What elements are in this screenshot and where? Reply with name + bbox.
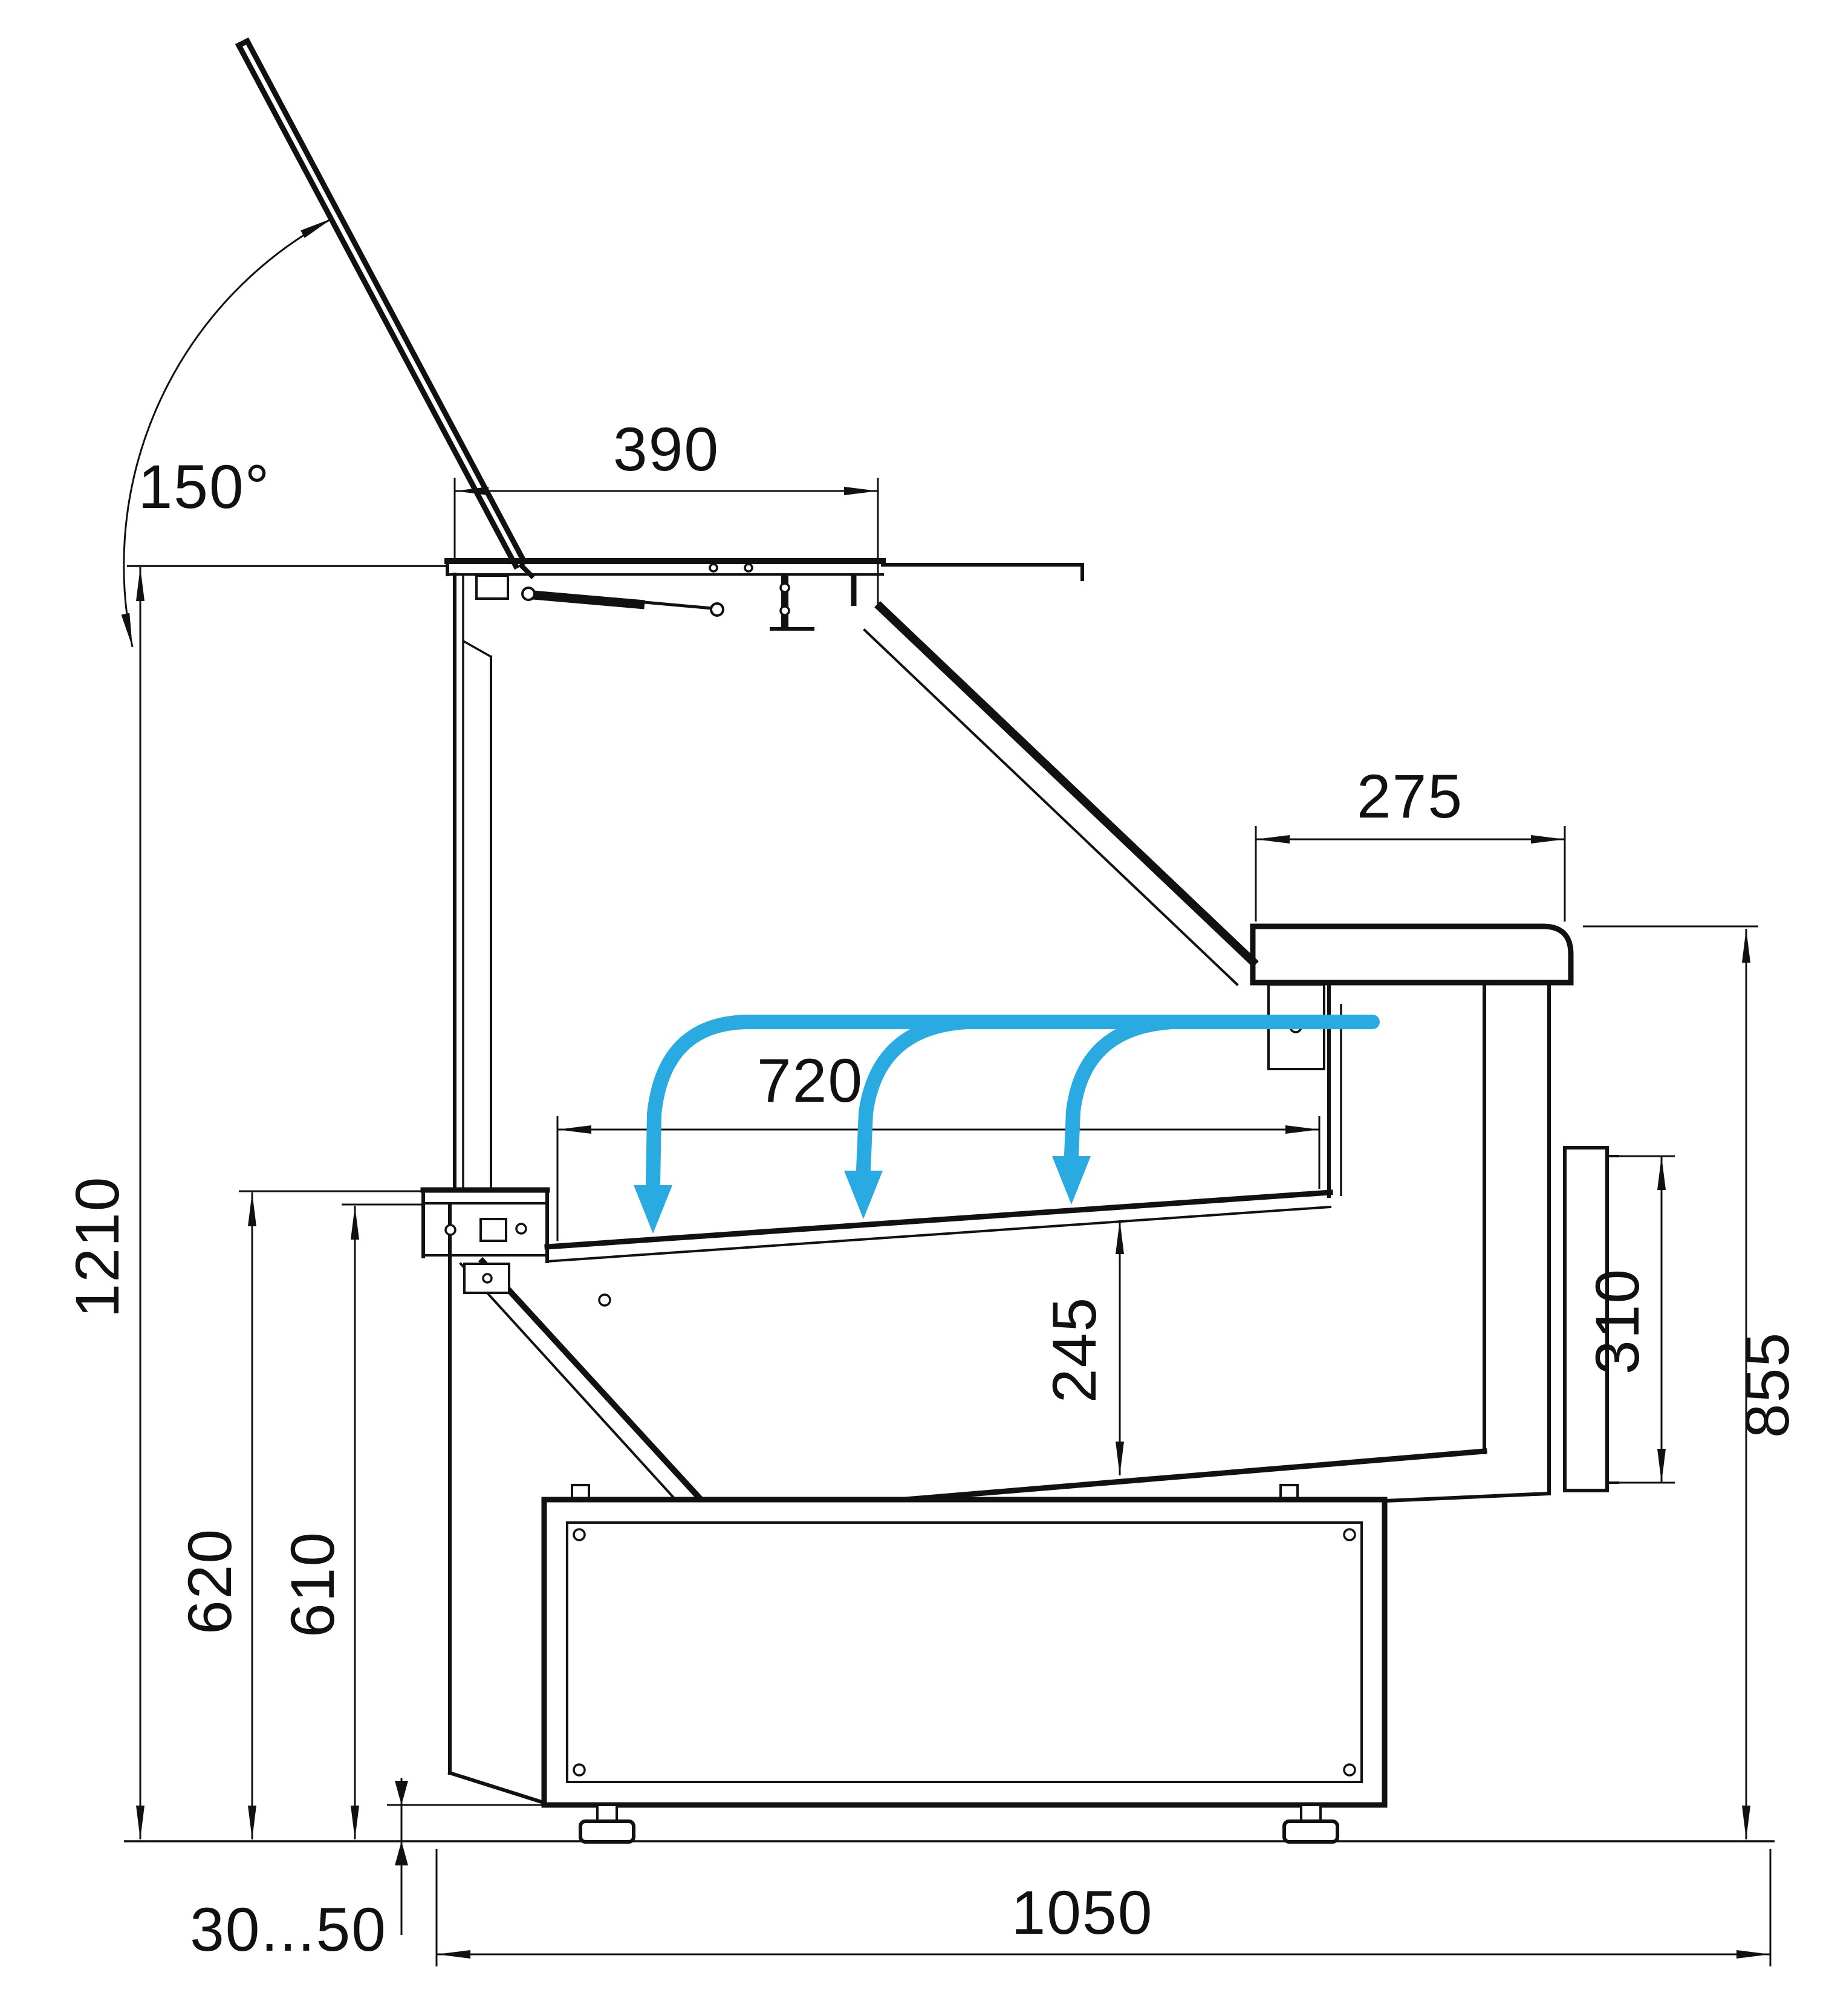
gas-strut-cylinder [533, 590, 645, 610]
dim-overall-depth-label: 1050 [1012, 1878, 1154, 1947]
dim-lid-depth: 390 [453, 415, 879, 610]
screw-icon [573, 1528, 586, 1541]
screw-icon [779, 605, 790, 616]
dim-rear-opening-height: 310 [1583, 1155, 1675, 1484]
dim-front-panel-height-label: 620 [175, 1528, 244, 1634]
screw-icon [709, 563, 718, 573]
screw-icon [744, 563, 753, 573]
airflow-stem [856, 1015, 975, 1177]
open-lid [235, 37, 535, 579]
dim-well-inner-height: 245 [1040, 1220, 1124, 1475]
dim-rear-opening-height-label: 310 [1583, 1268, 1652, 1374]
dim-lid-depth-label: 390 [613, 415, 720, 484]
dim-deck-depth-label: 720 [757, 1046, 863, 1115]
top-frame [444, 558, 1084, 631]
screw-icon [573, 1763, 586, 1777]
airflow-arrowhead-icon [844, 1171, 883, 1219]
rear-access-panel [1563, 1146, 1619, 1492]
dim-deck-front-height: 610 [278, 1203, 423, 1839]
dim-well-inner-height-label: 245 [1040, 1296, 1109, 1403]
airflow-arrows [634, 1015, 1380, 1234]
dim-front-panel-height: 620 [175, 1190, 447, 1839]
dim-leg-adjustment-label: 30...50 [190, 1895, 387, 1964]
front-glass [453, 573, 492, 1192]
adjustable-foot-front [579, 1804, 635, 1844]
dim-rear-counter-height-label: 855 [1733, 1332, 1802, 1438]
strut-mount-icon [710, 602, 724, 617]
base-unit [541, 1484, 1388, 1808]
dim-overall-height: 1210 [63, 567, 145, 1839]
adjustable-foot-rear [1282, 1804, 1339, 1844]
front-rail [420, 1187, 550, 1294]
airflow-stem [646, 1015, 1380, 1191]
airflow-stem [1064, 1015, 1180, 1162]
airflow-arrowhead-icon [634, 1185, 672, 1234]
dim-leg-adjustment: 30...50 [190, 1778, 543, 1964]
air-duct [1327, 983, 1551, 1503]
hinge-bracket [475, 574, 509, 600]
screw-icon [444, 1224, 456, 1236]
gas-strut-rod [644, 600, 713, 610]
strut-mount-icon [521, 587, 536, 601]
screw-icon [779, 582, 790, 593]
screw-icon [515, 1223, 527, 1235]
display-deck [544, 1189, 1333, 1307]
dim-lid-angle: 150° [121, 217, 333, 648]
dim-overall-height-label: 1210 [63, 1176, 132, 1318]
rear-sloped-panel [863, 601, 1259, 986]
dim-rear-counter-depth-label: 275 [1357, 762, 1463, 831]
dim-deck-depth: 720 [556, 1046, 1321, 1241]
screw-icon [598, 1293, 611, 1307]
front-kick-panel [447, 1203, 721, 1806]
airflow-arrowhead-icon [1052, 1156, 1091, 1205]
screw-icon [1343, 1528, 1356, 1541]
dim-overall-depth: 1050 [435, 1849, 1772, 1966]
rear-counter-top [1250, 923, 1574, 1070]
screw-icon [1343, 1763, 1356, 1777]
dim-deck-front-height-label: 610 [278, 1531, 347, 1637]
dim-lid-angle-label: 150° [138, 452, 271, 521]
screw-icon [482, 1273, 493, 1284]
lid-hinge-foot [518, 562, 535, 579]
dim-rear-counter-height: 855 [1583, 925, 1802, 1839]
dim-rear-counter-depth: 275 [1255, 762, 1566, 922]
